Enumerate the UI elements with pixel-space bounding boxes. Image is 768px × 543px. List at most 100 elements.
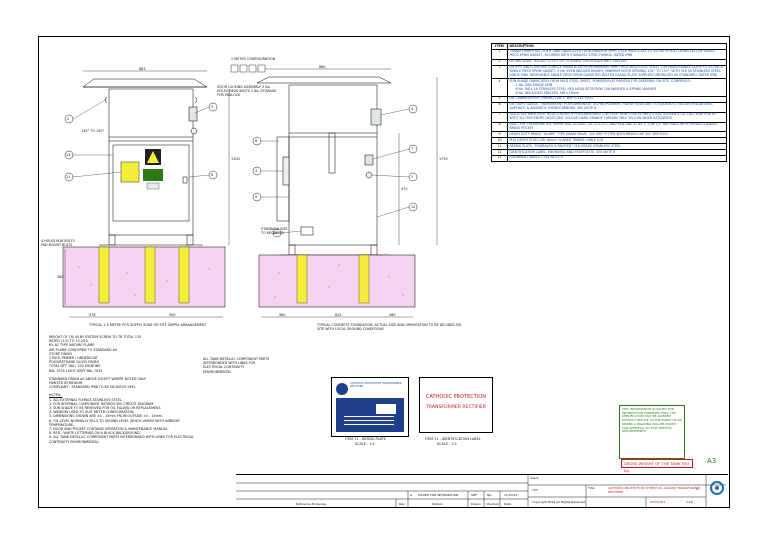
callout-7: 7 bbox=[411, 147, 414, 151]
identification-label: CATHODIC PROTECTION TRANSFORMER RECTIFIE… bbox=[419, 377, 493, 433]
callout-9: 9 bbox=[255, 195, 258, 199]
callout-5: 5 bbox=[211, 105, 214, 109]
spec-description-text: DIAL TYPE THERMOMETER, 63mm DIAL SCALED … bbox=[509, 122, 717, 130]
drawn-by: SMF bbox=[532, 488, 539, 492]
note-line: STORE FINISH bbox=[49, 351, 73, 356]
spec-item-description: TRANSFORMER RECTIFIER TANK FABRICATED FR… bbox=[507, 48, 727, 60]
spec-sub-item: 1 No. SUN SHADE SKIN bbox=[515, 82, 553, 87]
spec-description-text: OIL TRANSFER BSP THREAD C/W 1" BSP STEEL… bbox=[509, 96, 593, 101]
spec-description-text: ALIGNMENT WALLET. SEE NOTE 9 bbox=[509, 155, 563, 160]
rev-checked: NJL bbox=[487, 493, 492, 497]
callout-1: 1 bbox=[411, 175, 414, 179]
note-line: AIR FLAME CONFORMS TO STANDARD AS bbox=[49, 347, 117, 352]
angle-note: 135° TO 150° bbox=[81, 129, 105, 133]
drawing-rev: A bbox=[696, 487, 699, 491]
spec-description-text: HEAVY DUTY BRASS "GLOBE" TYPE DRAIN VALV… bbox=[509, 131, 669, 136]
rating-plate-header: CATHODIC PROTECTION TRANSFORMER RECTIFIE… bbox=[350, 382, 402, 388]
spec-item-number: 8 bbox=[491, 121, 508, 133]
front-sunshade bbox=[82, 78, 208, 88]
drawing-sheet: 2 13 11 5 8 6 3 9 4 7 1 12 10 863 880 17… bbox=[38, 36, 730, 508]
spec-item-description: SILICA GEL BREATHER, HIGH STRENGTH POLYC… bbox=[507, 111, 727, 123]
logo-icon bbox=[336, 383, 348, 395]
callout-12: 12 bbox=[411, 205, 416, 209]
rev-date: 11/03/14 bbox=[504, 493, 518, 497]
spec-description-text: M10 EARTH STUD C/W 16mm² FLARED TINNED C… bbox=[509, 137, 604, 142]
footer-date: Date bbox=[504, 502, 512, 506]
id-label-scale: SCALE - 1:5 bbox=[437, 442, 457, 446]
rating-plate-caption: ITEM 11 - RATING PLATE bbox=[345, 437, 386, 441]
front-cubicle-door bbox=[112, 144, 190, 222]
drawing-title: CATHODIC PROTECTION SYSTEM OIL COOLED TR… bbox=[608, 486, 701, 494]
dim-side-depth: 470 bbox=[401, 187, 408, 191]
spec-sub-item: 8 No. INSULATED SPACERS, M8 x 18mm bbox=[515, 90, 580, 95]
door-locking-note: DOOR LOCKING ASSEMBLY 3 No. HOLES HEAD B… bbox=[217, 85, 277, 98]
notes-block: WEIGHT OF OIL IN BY SYSTEM SCREW TO TR T… bbox=[49, 335, 199, 444]
callout-11: 11 bbox=[66, 175, 71, 179]
note-line: RAL 7035 LIGHT GREY RAL 7035 bbox=[49, 368, 103, 373]
front-rating-plate bbox=[143, 169, 163, 181]
spec-item-number: 3 bbox=[491, 64, 508, 80]
spec-item-description: SUN SHADE FABRICATED FROM MILD STEEL SHE… bbox=[507, 78, 727, 97]
spec-item-description: LIFTING LUGS, TESTED TO LIFT UP TO 500KG… bbox=[507, 58, 727, 66]
rev-letter: A bbox=[410, 493, 413, 497]
information-notice-box: THIS INFORMATION IS ISSUED FOR INFORMATI… bbox=[619, 405, 685, 459]
spec-item-number: 13 bbox=[491, 154, 508, 162]
numbered-note: 8. RED - WHITE LETTERING ON A BLACK BACK… bbox=[49, 431, 141, 436]
footer-reference-drawings: Reference Drawings bbox=[296, 502, 327, 506]
front-label-yellow bbox=[120, 161, 140, 183]
numbered-note: 9. ALL TANK METALLIC COMPONENT PARTS INT… bbox=[49, 435, 194, 444]
id-label-caption: ITEM 12 - IDENTIFICATION LABEL bbox=[425, 437, 481, 441]
meter-config-label: 2 METER CONFIGURATION bbox=[231, 57, 276, 61]
spec-item-number: 1 bbox=[491, 48, 508, 60]
callout-13: 13 bbox=[66, 153, 71, 157]
spec-description-text: LIFTING LUGS, TESTED TO LIFT UP TO 500KG… bbox=[509, 59, 627, 64]
spec-item-number: 4 bbox=[491, 78, 508, 97]
side-plinth bbox=[258, 254, 416, 308]
spec-description-text: RATING PLATE, "ENGRAVED & PAINTED" 316 G… bbox=[509, 143, 621, 148]
dim-front-base: 578 bbox=[89, 313, 96, 317]
spec-description-text: IDENTIFICATION LABEL, ENGRAVED AND TRAFF… bbox=[509, 149, 616, 154]
dim-front-height: 1100 bbox=[231, 157, 240, 161]
numbered-note: 1. ALL EXTERNAL FIXINGS STAINLESS STEEL. bbox=[49, 397, 123, 402]
spec-sub-item: 8 No. M8 x 16 STAINLESS STEEL HEX HEAD S… bbox=[515, 86, 657, 91]
copyright: Copyright 2014 All Rights Reserved bbox=[532, 500, 586, 504]
earth-note: ALL TANK METALLIC COMPONENT PARTS INTERB… bbox=[203, 357, 270, 374]
dim-side-width: 880 bbox=[319, 65, 326, 69]
rev-drawn: SMF bbox=[471, 493, 478, 497]
plinth-left-note: TYPICAL 1.5 METRE PITS SUPPLY ZONE OR SI… bbox=[89, 323, 207, 327]
drawing-number: CP-TR-003 bbox=[650, 500, 666, 504]
note-line: POLYURETHANE GLOSS FINISH bbox=[49, 360, 100, 365]
note-line: TOTAL DFT 180 / 250 MICRONS bbox=[49, 364, 101, 369]
information-notice-text: THIS INFORMATION IS ISSUED FOR INFORMATI… bbox=[622, 407, 682, 434]
rating-plate-panel bbox=[336, 398, 404, 432]
numbered-note: 5. DIMENSIONS SHOWN ARE ±5 - 15mm FROM O… bbox=[49, 414, 164, 419]
elevation-drawing bbox=[62, 64, 438, 318]
numbered-note: 6. OIL LEVEL NORMALLY FILLS TO SHOWN LEV… bbox=[49, 418, 180, 427]
rev-details: ISSUED FOR INFORMATION bbox=[418, 493, 459, 497]
rating-plate-scale: SCALE - 1:5 bbox=[355, 442, 375, 446]
front-plinth bbox=[62, 246, 226, 308]
footer-checked: Checked bbox=[486, 502, 499, 506]
note-line: 2 PACK PRIMER / UNDERCOAT bbox=[49, 356, 98, 361]
notes-heading: NOTES:- bbox=[49, 393, 63, 398]
gross-weight-box: GROSS WEIGHT OF THE TANK 350 Kg bbox=[621, 459, 693, 473]
spec-description-text: SUN SHADE FABRICATED FROM MILD STEEL SHE… bbox=[509, 78, 692, 83]
id-label-line2: TRANSFORMER RECTIFIER bbox=[426, 405, 486, 410]
drawing-scale: 1:10 bbox=[686, 500, 693, 504]
spec-item-number: 7 bbox=[491, 111, 508, 123]
standard-size-note: STANDARD SIZE TO REQUIRED bbox=[261, 227, 288, 236]
spec-item-description: ALIGNMENT WALLET. SEE NOTE 9 bbox=[507, 154, 727, 162]
note-line: STANDARD FINISH AS ABOVE EXCEPT WHERE NO… bbox=[49, 376, 146, 381]
spec-item-description: OUTPUT AND CONTROL CUBICLE FABRICATED FR… bbox=[507, 64, 727, 80]
bolts-note: 4 HOLES M16 BOLTS PAD MOUNT BOLTS bbox=[41, 239, 75, 248]
side-tank-body bbox=[288, 84, 378, 246]
title-label: Title bbox=[588, 486, 595, 490]
